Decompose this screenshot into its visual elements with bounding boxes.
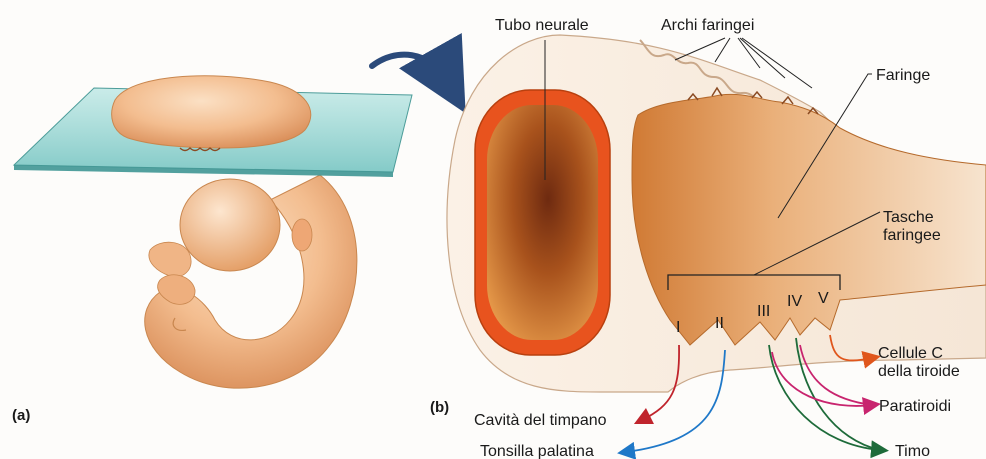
transition-arrow (372, 55, 448, 82)
label-c-cells-1: Cellule C (878, 345, 943, 362)
label-neural-tube: Tubo neurale (495, 17, 589, 34)
pouch-numeral-i: I (676, 319, 680, 336)
label-pouches-1: Tasche (883, 209, 934, 226)
pouch-numeral-ii: II (715, 315, 724, 332)
embryo-illustration (14, 76, 412, 388)
label-pharyngeal-arches: Archi faringei (661, 17, 754, 34)
label-tympanic-cavity: Cavità del timpano (474, 412, 607, 429)
pouch-numeral-iii: III (757, 303, 770, 320)
label-pharynx: Faringe (876, 67, 930, 84)
label-thymus: Timo (895, 443, 930, 459)
label-c-cells-2: della tiroide (878, 363, 960, 380)
label-parathyroids: Paratiroidi (879, 398, 951, 415)
panel-a-label: (a) (12, 407, 30, 424)
pouch-numeral-v: V (818, 290, 829, 307)
label-palatine-tonsil: Tonsilla palatina (480, 443, 594, 459)
neural-tube-lumen (487, 105, 598, 340)
panel-b-label: (b) (430, 399, 449, 416)
label-pouches-2: faringee (883, 227, 941, 244)
pouch-numeral-iv: IV (787, 293, 802, 310)
